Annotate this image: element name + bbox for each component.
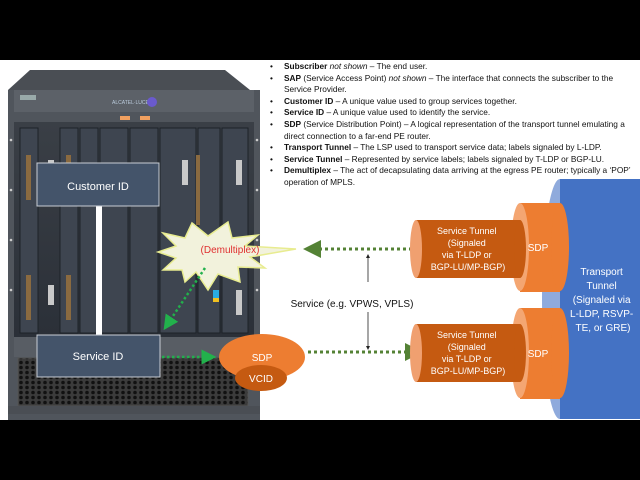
demultiplex-burst: (Demultiplex) [155,220,297,292]
sdp-upper-label: SDP [528,243,549,254]
bullet-sdp: SDP (Service Distribution Point) – A log… [270,119,638,142]
service-tunnel-lower: Service Tunnel (Signaled via T-LDP or BG… [410,324,526,382]
demultiplex-label: (Demultiplex) [201,245,260,256]
transport-tunnel-label: Transport Tunnel (Signaled via L-LDP, RS… [570,267,636,334]
local-sdp-label: SDP [252,353,273,364]
bullet-customer-id: Customer ID – A unique value used to gro… [270,96,638,108]
service-tunnel-upper: Service Tunnel (Signaled via T-LDP or BG… [410,220,526,278]
customer-id-label: Customer ID [67,181,129,193]
service-tunnel-upper-label: Service Tunnel (Signaled via T-LDP or BG… [431,226,506,272]
diagram-canvas: ALCATEL·LUCENT [8,70,640,420]
local-sdp: SDP VCID [219,334,305,391]
bullet-transport-tunnel: Transport Tunnel – The LSP used to trans… [270,142,638,154]
bullet-service-tunnel: Service Tunnel – Represented by service … [270,154,638,166]
slide: ALCATEL·LUCENT [0,60,640,420]
bullet-service-id: Service ID – A unique value used to iden… [270,107,638,119]
bullet-demultiplex: Demultiplex – The act of decapsulating d… [270,165,638,188]
vcid-label: VCID [249,374,273,385]
definitions-list: Subscriber not shown – The end user. SAP… [270,61,638,189]
service-tunnel-lower-label: Service Tunnel (Signaled via T-LDP or BG… [431,330,506,376]
service-id-box: Service ID [36,334,161,378]
service-label: Service (e.g. VPWS, VPLS) [291,299,414,310]
demux-to-service-arrow [163,267,207,331]
bullet-sap: SAP (Service Access Point) not shown – T… [270,73,638,96]
service-id-label: Service ID [73,351,124,363]
customer-id-box: Customer ID [36,162,160,207]
svg-text:ALCATEL·LUCENT: ALCATEL·LUCENT [112,100,156,106]
sdp-lower-label: SDP [528,349,549,360]
bullet-subscriber: Subscriber not shown – The end user. [270,61,638,73]
